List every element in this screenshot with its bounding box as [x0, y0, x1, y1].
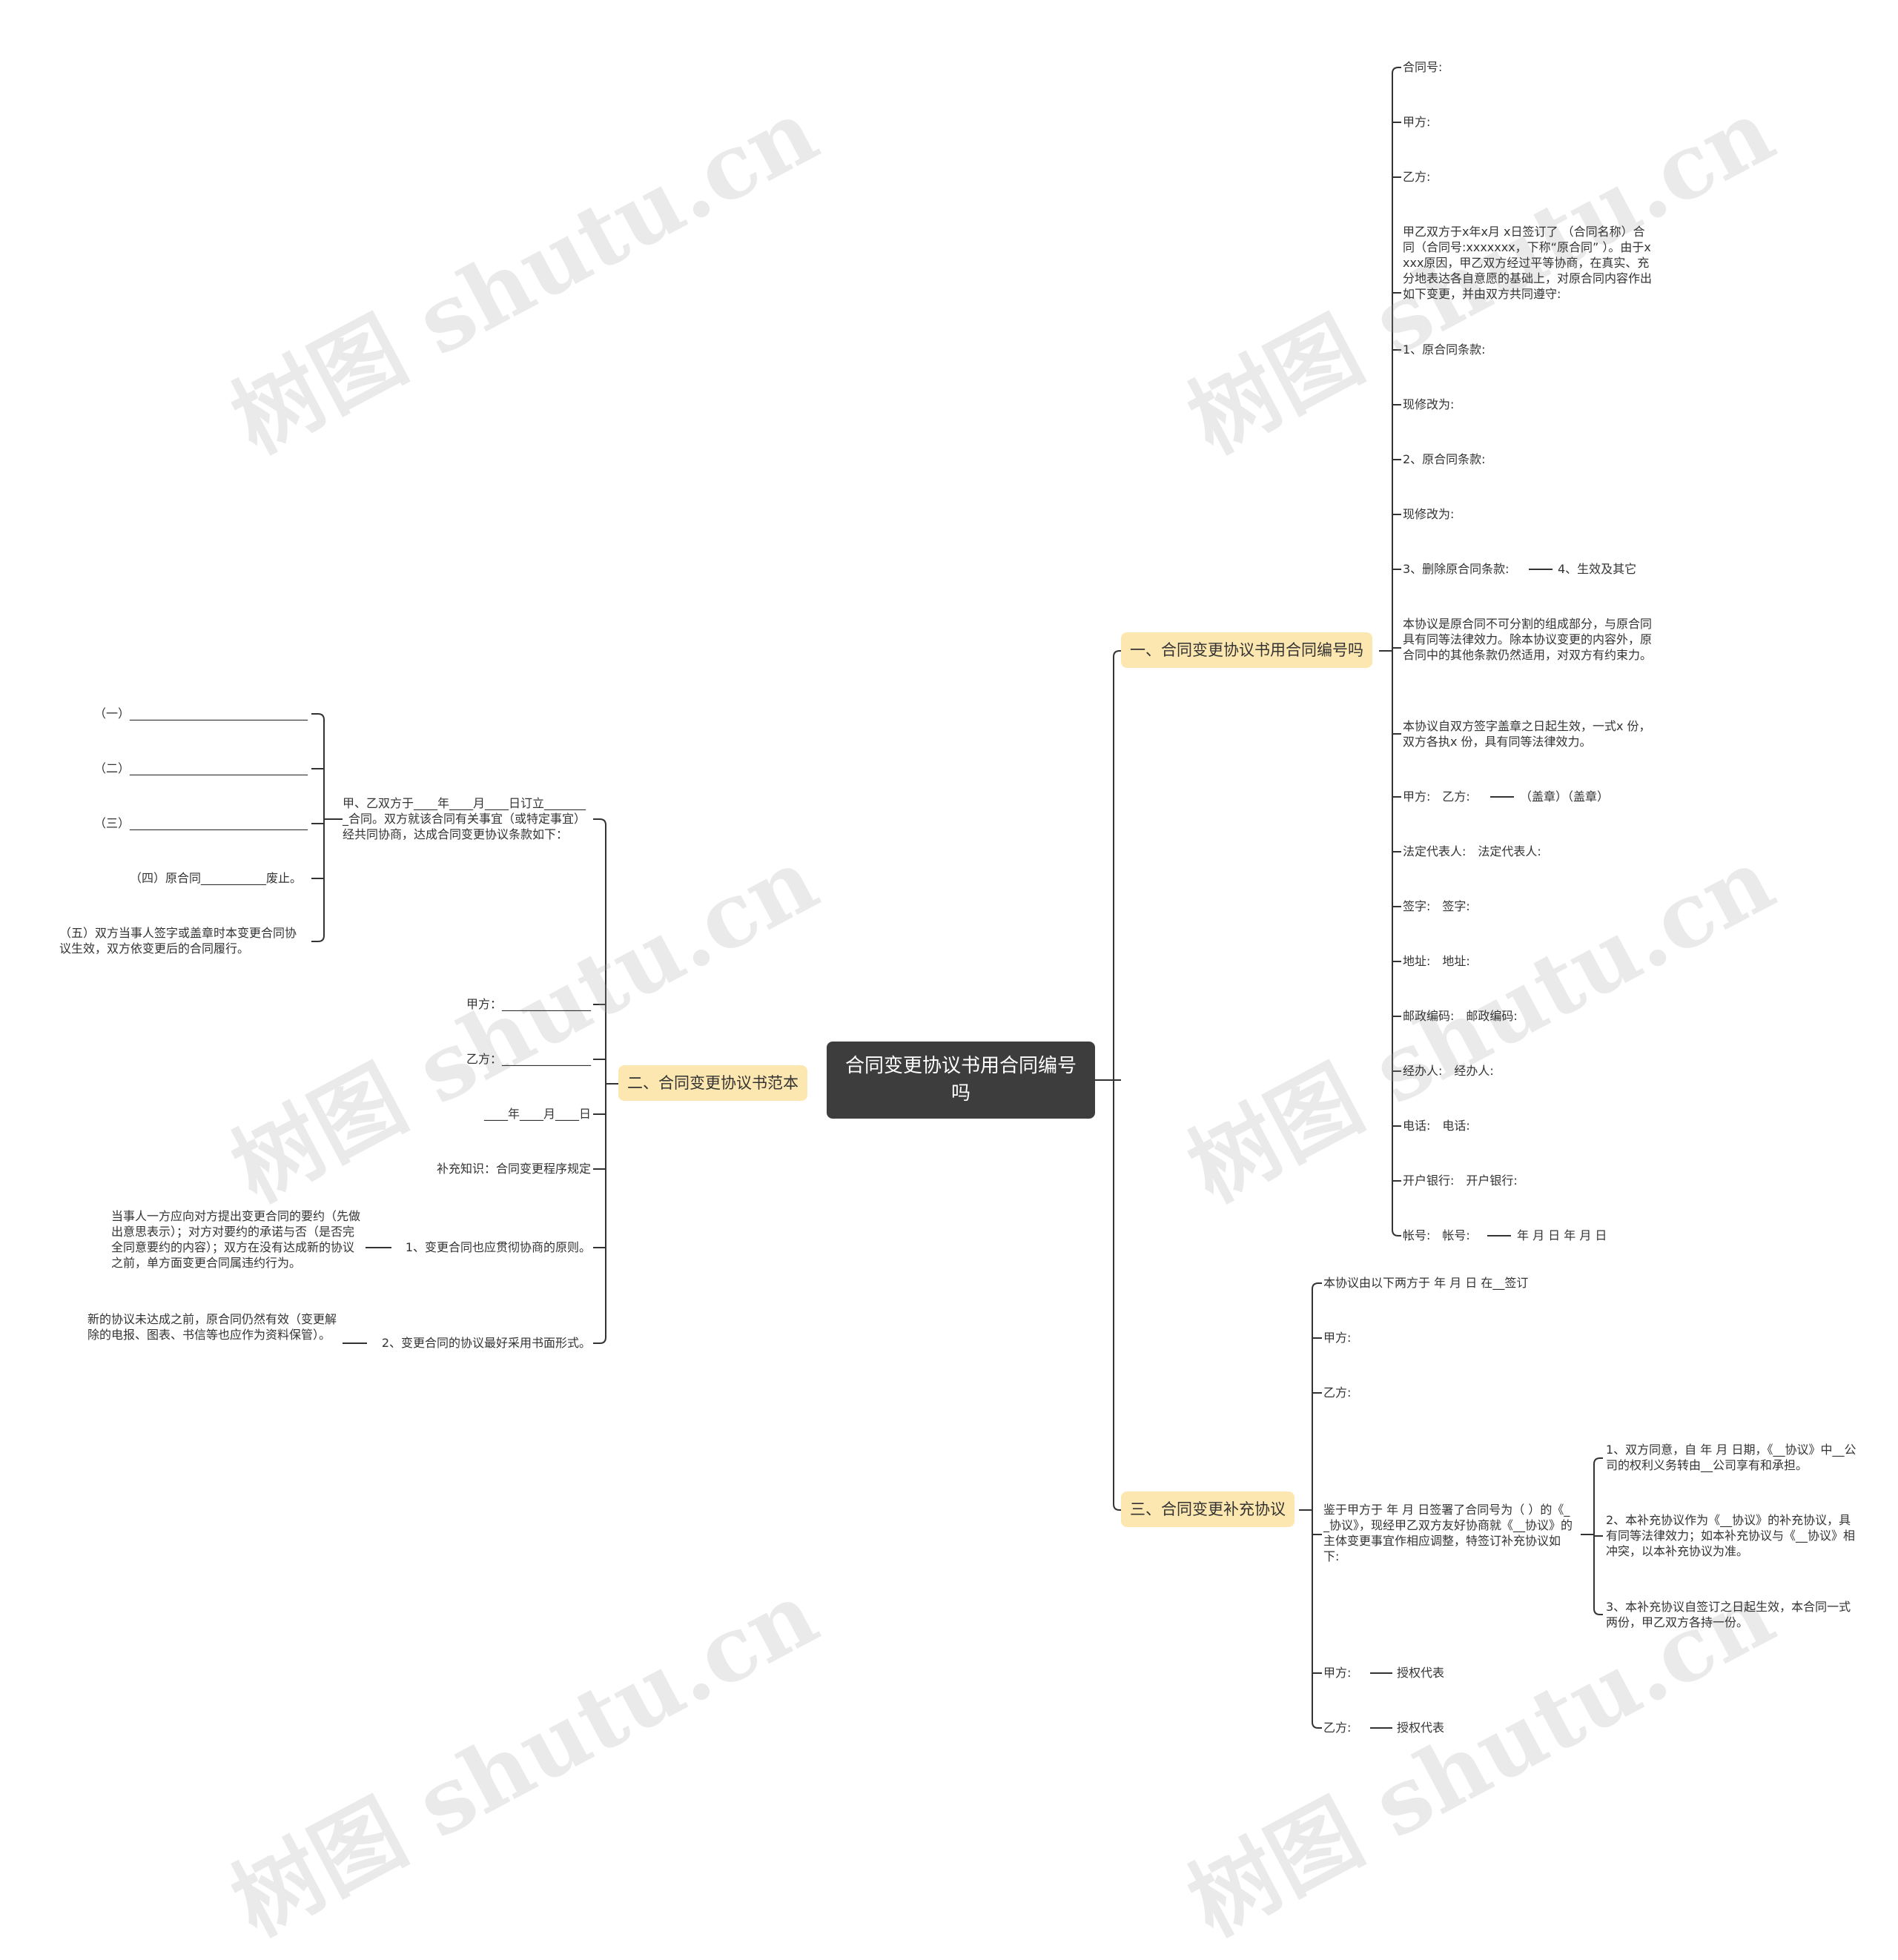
b1-item[interactable]: 邮政编码: 邮政编码: [1403, 1009, 1518, 1023]
root-title: 合同变更协议书用合同编号吗 [844, 1055, 1077, 1105]
b1-bracket-trunk [1392, 67, 1399, 1236]
b1-item[interactable]: 签字: 签字: [1403, 899, 1470, 913]
b2-clause[interactable]: （二）______________________________ [93, 761, 308, 775]
b1-item[interactable]: 帐号: 帐号: [1403, 1228, 1470, 1242]
b2-clause-bracket-trunk [317, 713, 325, 942]
b3-sub-item[interactable]: 2、本补充协议作为《__协议》的补充协议，具有同等法律效力；如本补充协议与《__… [1606, 1513, 1856, 1558]
b2-clause[interactable]: （五）双方当事人签字或盖章时本变更合同协议生效，双方依变更后的合同履行。 [59, 926, 297, 956]
b2-supplement[interactable]: 补充知识：合同变更程序规定 [436, 1162, 591, 1176]
branch-node-3[interactable]: 三、合同变更补充协议 [1121, 1491, 1294, 1527]
b3-rep[interactable]: 授权代表 [1397, 1721, 1445, 1735]
b1-item[interactable]: 现修改为: [1403, 507, 1455, 521]
b1-item[interactable]: 电话: 电话: [1403, 1119, 1470, 1133]
b3-item[interactable]: 乙方: [1323, 1721, 1352, 1735]
b1-item[interactable]: 经办人: 经办人: [1403, 1064, 1494, 1078]
b1-item[interactable]: 本协议是原合同不可分割的组成部分，与原合同具有同等法律效力。除本协议变更的内容外… [1403, 617, 1653, 662]
b3-item[interactable]: 乙方: [1323, 1385, 1352, 1400]
b3-bracket-trunk [1312, 1282, 1319, 1729]
b3-item[interactable]: 鉴于甲方于 年 月 日签署了合同号为（ ）的《__协议》，现经甲乙双方友好协商就… [1323, 1503, 1573, 1563]
b3-sub-item[interactable]: 3、本补充协议自签订之日起生效，本合同一式两份，甲乙双方各持一份。 [1606, 1600, 1851, 1629]
branch-1-label: 一、合同变更协议书用合同编号吗 [1130, 641, 1363, 659]
b1-item[interactable]: 甲方: 乙方: [1403, 789, 1470, 804]
mind-map-canvas: 树图 shutu.cn 树图 shutu.cn 树图 shutu.cn 树图 s… [59, 60, 1856, 1956]
b2-party-a[interactable]: 甲方：_______________ [466, 997, 591, 1011]
b1-item-child[interactable]: （盖章）（盖章） [1520, 789, 1610, 804]
b3-item[interactable]: 本协议由以下两方于 年 月 日 在__签订 [1323, 1276, 1529, 1290]
b2-date[interactable]: ____年____月____日 [483, 1107, 591, 1121]
b2-party-b[interactable]: 乙方：_______________ [466, 1052, 591, 1066]
b1-item[interactable]: 现修改为: [1403, 397, 1455, 411]
b2-rule-1-detail[interactable]: 当事人一方应向对方提出变更合同的要约（先做出意思表示）；对方对要约的承诺与否（是… [111, 1209, 361, 1270]
b2-rule-1[interactable]: 1、变更合同也应贯彻协商的原则。 [405, 1240, 591, 1254]
b1-item[interactable]: 合同号: [1403, 60, 1443, 74]
b2-clause[interactable]: （四）原合同___________废止。 [129, 871, 302, 885]
b1-item[interactable]: 本协议自双方签字盖章之日起生效，一式x 份，双方各执x 份，具有同等法律效力。 [1403, 719, 1651, 749]
b1-item-child[interactable]: 4、生效及其它 [1558, 562, 1637, 576]
b2-bracket-trunk [599, 818, 606, 1344]
b1-item[interactable]: 地址: 地址: [1403, 954, 1470, 968]
b1-item[interactable]: 法定代表人: 法定代表人: [1403, 844, 1541, 858]
b1-item[interactable]: 甲方: [1403, 115, 1431, 129]
connector-lines [311, 67, 1603, 1729]
branch-node-1[interactable]: 一、合同变更协议书用合同编号吗 [1121, 632, 1372, 668]
b2-rule-2[interactable]: 2、变更合同的协议最好采用书面形式。 [381, 1336, 591, 1350]
b1-item[interactable]: 2、原合同条款: [1403, 452, 1486, 466]
b2-clause[interactable]: （一）______________________________ [93, 706, 308, 721]
branch-2-label: 二、合同变更协议书范本 [627, 1074, 798, 1092]
branch-node-2[interactable]: 二、合同变更协议书范本 [618, 1065, 807, 1101]
b1-item-child[interactable]: 年 月 日 年 月 日 [1517, 1228, 1607, 1242]
root-node[interactable]: 合同变更协议书用合同编号吗 [827, 1042, 1095, 1119]
b3-sub-item[interactable]: 1、双方同意，自 年 月 日期，《__协议》中__公司的权利义务转由__公司享有… [1606, 1443, 1856, 1472]
b1-item[interactable]: 1、原合同条款: [1403, 342, 1486, 357]
b3-item[interactable]: 甲方: [1323, 1666, 1352, 1680]
b2-intro[interactable]: 甲、乙双方于____年____月____日订立________合同。双方就该合同… [343, 796, 586, 841]
b1-item[interactable]: 开户银行: 开户银行: [1403, 1173, 1518, 1188]
b1-item[interactable]: 甲乙双方于x年x月 x日签订了 （合同名称）合同（合同号:xxxxxxx，下称“… [1403, 225, 1653, 301]
b1-item[interactable]: 乙方: [1403, 170, 1431, 184]
b2-rule-2-detail[interactable]: 新的协议未达成之前，原合同仍然有效（变更解除的电报、图表、书信等也应作为资料保管… [87, 1312, 337, 1342]
b3-item[interactable]: 甲方: [1323, 1331, 1352, 1345]
b2-clause[interactable]: （三）______________________________ [93, 816, 308, 830]
branch-3-label: 三、合同变更补充协议 [1130, 1500, 1286, 1518]
b1-item[interactable]: 3、删除原合同条款: [1403, 562, 1510, 576]
b3-rep[interactable]: 授权代表 [1397, 1666, 1445, 1680]
